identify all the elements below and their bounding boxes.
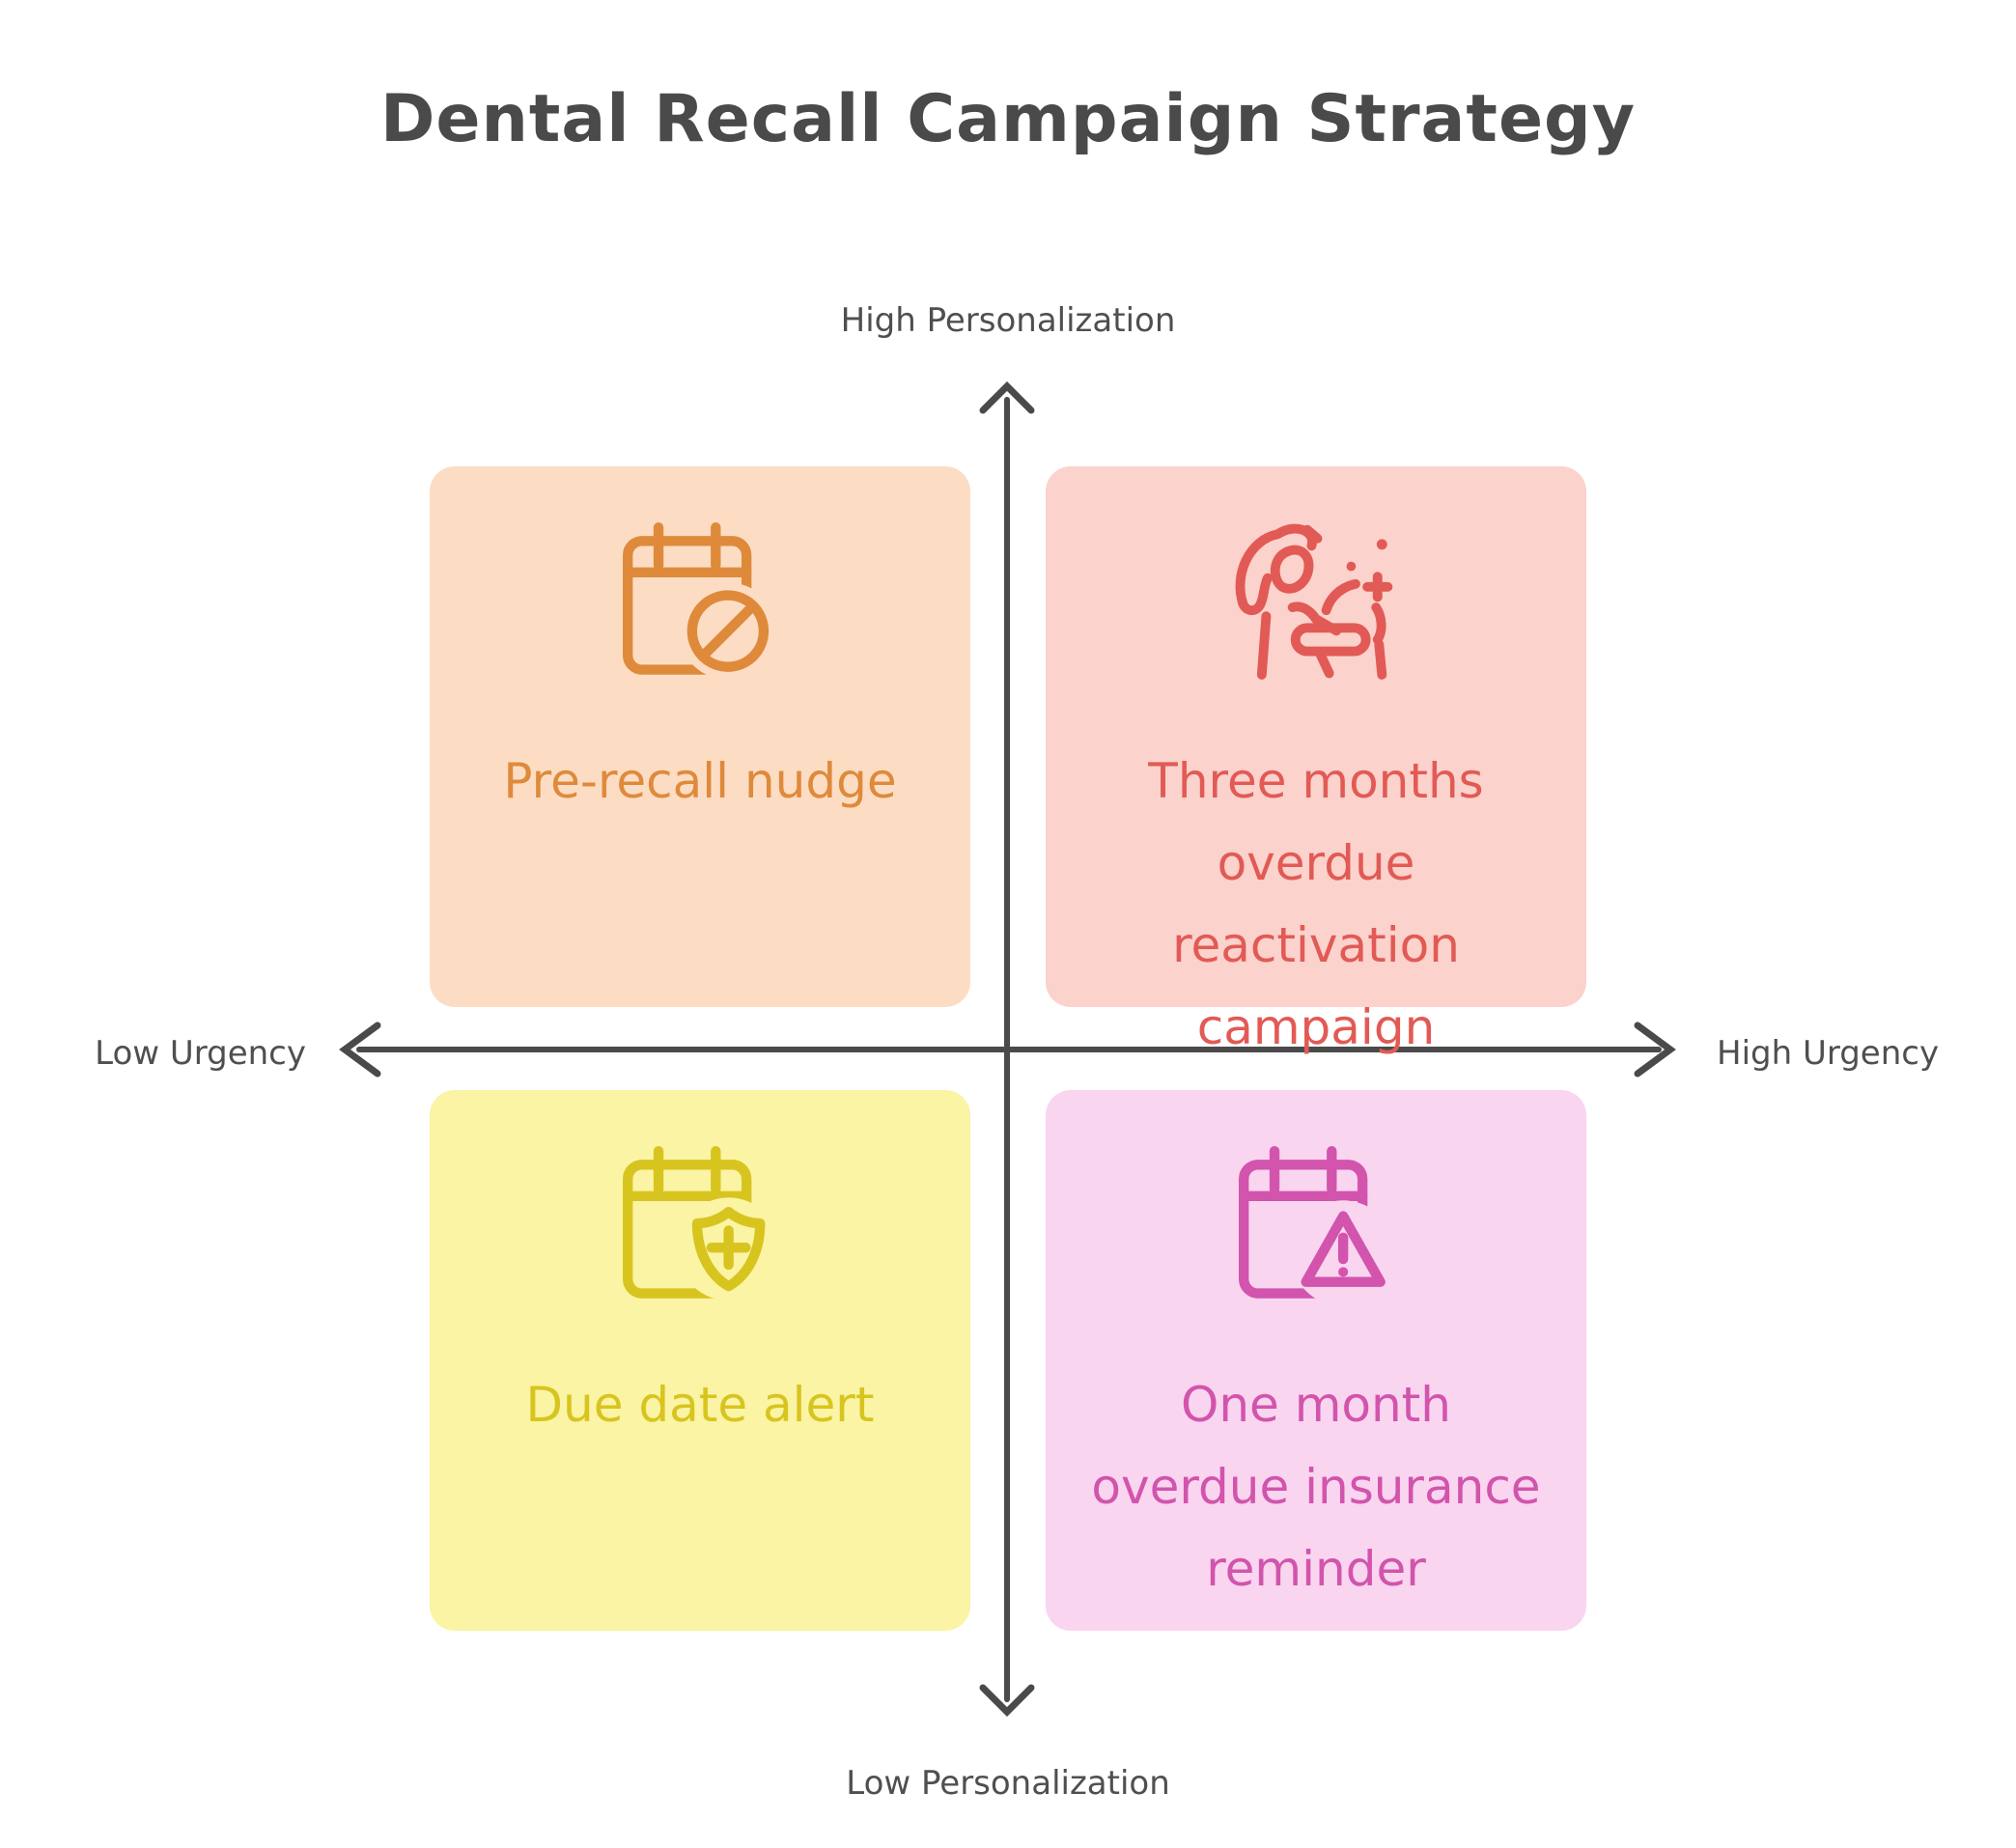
arrowhead-down-icon (979, 1684, 1035, 1717)
calendar-shield-plus-icon (623, 1146, 780, 1301)
axis-label-low-urgency: Low Urgency (95, 1034, 306, 1073)
quadrant-label: Three months overdue reactivation campai… (1148, 753, 1484, 1055)
calendar-warning-icon (1239, 1146, 1396, 1306)
quadrant-label: Due date alert (525, 1377, 875, 1433)
quadrant-label: One month overdue insurance reminder (1091, 1377, 1541, 1597)
axis-label-high-urgency: High Urgency (1717, 1034, 1940, 1073)
axis-label-high-personalization: High Personalization (840, 301, 1176, 340)
axis-lines (339, 381, 1676, 1717)
arrowhead-left-icon (339, 1022, 381, 1078)
arrowhead-up-icon (979, 381, 1035, 414)
calendar-blocked-icon (623, 522, 777, 680)
axis-label-low-personalization: Low Personalization (846, 1764, 1170, 1803)
quadrant-three-months-overdue: Three months overdue reactivation campai… (1046, 466, 1586, 1055)
quadrant-pre-recall-nudge: Pre-recall nudge (430, 466, 970, 1007)
chart-title: Dental Recall Campaign Strategy (379, 81, 1637, 157)
dental-hygienist-patient-icon (1234, 522, 1398, 681)
quadrant-label: Pre-recall nudge (503, 753, 897, 809)
arrowhead-right-icon (1634, 1022, 1676, 1078)
quadrant-due-date-alert: Due date alert (430, 1090, 970, 1631)
quadrant-one-month-overdue: One month overdue insurance reminder (1046, 1090, 1586, 1631)
